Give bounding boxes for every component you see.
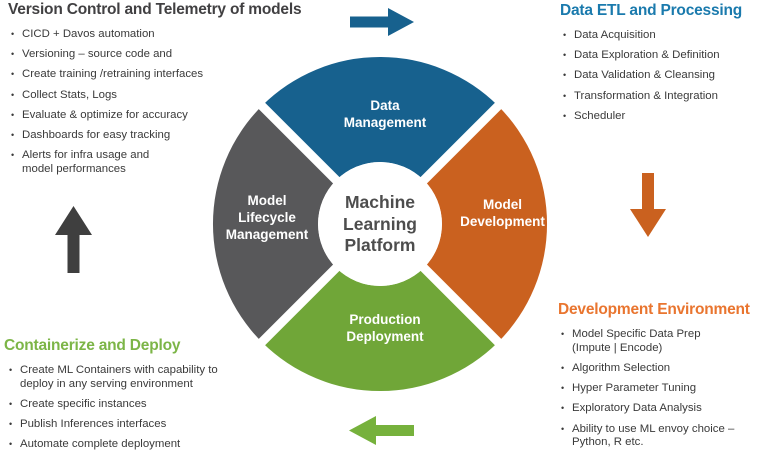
list-item: Hyper Parameter Tuning bbox=[560, 382, 768, 396]
section-data-etl: Data ETL and Processing Data Acquisition… bbox=[560, 2, 765, 130]
list-item: Create training /retraining interfaces bbox=[10, 68, 258, 82]
development-environment-list: Model Specific Data Prep (Impute | Encod… bbox=[560, 328, 768, 450]
label-data-management: Data Management bbox=[343, 98, 427, 130]
label-model-lifecycle-management: Model Lifecycle Management bbox=[225, 193, 309, 242]
list-item: Algorithm Selection bbox=[560, 362, 768, 376]
list-item: Data Acquisition bbox=[562, 29, 765, 43]
section-version-control-title: Version Control and Telemetry of models bbox=[8, 1, 302, 18]
list-item: Alerts for infra usage and model perform… bbox=[10, 149, 258, 177]
ml-lifecycle-wheel bbox=[212, 56, 548, 392]
list-item: Automate complete deployment bbox=[8, 438, 252, 452]
version-control-list: CICD + Davos automation Versioning – sou… bbox=[10, 28, 258, 177]
quadrant-production-deployment bbox=[261, 267, 499, 392]
list-item: Model Specific Data Prep (Impute | Encod… bbox=[560, 328, 768, 356]
label-production-deployment: Production Deployment bbox=[346, 312, 424, 344]
list-item: Evaluate & optimize for accuracy bbox=[10, 109, 258, 123]
arrow-up-icon bbox=[55, 206, 92, 273]
list-item: Data Exploration & Definition bbox=[562, 49, 765, 63]
list-item: Exploratory Data Analysis bbox=[560, 402, 768, 416]
list-item: Versioning – source code and bbox=[10, 48, 258, 62]
quadrant-model-development bbox=[423, 105, 548, 343]
wheel-center-circle bbox=[318, 162, 442, 286]
section-data-etl-title: Data ETL and Processing bbox=[560, 2, 743, 19]
quadrant-data-management bbox=[261, 56, 499, 181]
list-item: Scheduler bbox=[562, 110, 765, 124]
list-item: Create ML Containers with capability to … bbox=[8, 364, 252, 392]
section-containerize-title: Containerize and Deploy bbox=[4, 337, 181, 354]
containerize-list: Create ML Containers with capability to … bbox=[8, 364, 252, 452]
section-development-environment: Development Environment Model Specific D… bbox=[558, 301, 768, 453]
section-version-control: Version Control and Telemetry of models … bbox=[8, 1, 302, 183]
arrow-right-icon bbox=[350, 8, 414, 36]
label-machine-learning-platform: Machine Learning Platform bbox=[343, 192, 417, 255]
data-etl-list: Data Acquisition Data Exploration & Defi… bbox=[562, 29, 765, 124]
quadrant-model-lifecycle-management bbox=[212, 105, 337, 343]
section-development-environment-title: Development Environment bbox=[558, 301, 750, 318]
section-containerize: Containerize and Deploy Create ML Contai… bbox=[4, 337, 252, 453]
arrow-down-icon bbox=[630, 173, 666, 237]
list-item: Ability to use ML envoy choice – Python,… bbox=[560, 423, 768, 451]
list-item: Create specific instances bbox=[8, 398, 252, 412]
list-item: Publish Inferences interfaces bbox=[8, 418, 252, 432]
list-item: Collect Stats, Logs bbox=[10, 89, 258, 103]
arrow-left-icon bbox=[349, 416, 414, 445]
list-item: CICD + Davos automation bbox=[10, 28, 258, 42]
list-item: Transformation & Integration bbox=[562, 90, 765, 104]
label-model-development: Model Development bbox=[460, 197, 545, 229]
list-item: Data Validation & Cleansing bbox=[562, 69, 765, 83]
list-item: Dashboards for easy tracking bbox=[10, 129, 258, 143]
